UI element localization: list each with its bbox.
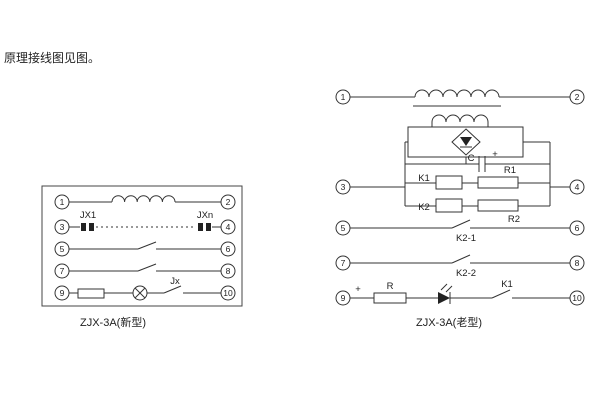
left-jx-label: Jx: [170, 276, 180, 287]
k2-2-contact: [350, 254, 570, 264]
svg-text:7: 7: [341, 258, 346, 268]
left-jx-contact: [163, 285, 182, 294]
svg-text:1: 1: [341, 92, 346, 102]
right-terminal-4: 4: [569, 179, 585, 195]
left-terminal-2: 2: [220, 194, 236, 210]
left-terminal-1: 1: [54, 194, 70, 210]
right-caption: ZJX-3A(老型): [416, 315, 482, 329]
svg-text:2: 2: [575, 92, 580, 102]
capacitor-label: C: [468, 153, 475, 164]
svg-text:10: 10: [223, 288, 233, 298]
right-terminal-8: 8: [569, 255, 585, 271]
rectifier-bridge: [407, 126, 524, 158]
capacitor-plus-label: +: [492, 149, 498, 160]
left-terminal-5: 5: [54, 241, 70, 257]
k1-contact-label: K1: [501, 279, 513, 290]
left-jxn-connector: [198, 223, 211, 231]
svg-text:6: 6: [575, 223, 580, 233]
right-terminal-6: 6: [569, 220, 585, 236]
left-terminal-3: 3: [54, 219, 70, 235]
transformer-secondary-coil: [431, 114, 489, 127]
right-bus-wires: [404, 141, 551, 206]
k1-r1-branch: [405, 175, 550, 190]
right-terminal-9: 9: [335, 290, 351, 306]
left-contact-7-8: [69, 263, 221, 272]
svg-text:8: 8: [226, 266, 231, 276]
svg-text:5: 5: [341, 223, 346, 233]
k1-contact: [491, 289, 511, 299]
k2-1-label: K2-1: [456, 233, 476, 244]
svg-text:9: 9: [60, 288, 65, 298]
svg-text:3: 3: [60, 222, 65, 232]
left-diagram: JX1 JXn: [41, 185, 243, 329]
left-lamp: [132, 285, 148, 301]
left-contact-5-6: [69, 241, 221, 250]
r1-label: R1: [504, 165, 516, 176]
r2-label: R2: [508, 214, 520, 225]
left-terminal-4: 4: [220, 219, 236, 235]
right-terminal-2: 2: [569, 89, 585, 105]
svg-text:10: 10: [572, 293, 582, 303]
svg-text:5: 5: [60, 244, 65, 254]
right-diagram: C + K1 R1 K2 R2: [335, 89, 585, 329]
k2-r2-branch: [405, 198, 550, 213]
svg-text:7: 7: [60, 266, 65, 276]
capacitor: [405, 156, 550, 172]
left-jx1-label: JX1: [80, 210, 96, 221]
svg-text:9: 9: [341, 293, 346, 303]
svg-text:8: 8: [575, 258, 580, 268]
r-resistor: [373, 292, 407, 304]
svg-text:2: 2: [226, 197, 231, 207]
svg-text:4: 4: [575, 182, 580, 192]
right-terminal-10: 10: [569, 290, 585, 306]
left-coil: [111, 195, 176, 203]
right-terminal-3: 3: [335, 179, 351, 195]
transformer-primary-coil: [413, 89, 501, 107]
intro-text: 原理接线图见图。: [4, 50, 100, 65]
k2-coil-label: K2: [418, 202, 430, 213]
left-jxn-label: JXn: [197, 210, 213, 221]
left-terminal-7: 7: [54, 263, 70, 279]
left-jx1-connector: [81, 223, 94, 231]
svg-text:1: 1: [60, 197, 65, 207]
right-terminal-1: 1: [335, 89, 351, 105]
left-terminal-10: 10: [220, 285, 236, 301]
r-label: R: [387, 281, 394, 292]
row9-plus-label: +: [355, 284, 361, 295]
left-caption: ZJX-3A(新型): [80, 315, 146, 329]
svg-text:3: 3: [341, 182, 346, 192]
left-terminal-9: 9: [54, 285, 70, 301]
left-terminal-8: 8: [220, 263, 236, 279]
right-terminal-5: 5: [335, 220, 351, 236]
svg-text:6: 6: [226, 244, 231, 254]
k2-1-contact: [350, 219, 570, 229]
k2-2-label: K2-2: [456, 268, 476, 279]
svg-text:4: 4: [226, 222, 231, 232]
indicator-diode: [438, 283, 453, 304]
right-terminal-7: 7: [335, 255, 351, 271]
left-resistor: [77, 288, 105, 299]
left-enclosure-box: [41, 185, 243, 307]
left-terminal-6: 6: [220, 241, 236, 257]
k1-coil-label: K1: [418, 173, 430, 184]
